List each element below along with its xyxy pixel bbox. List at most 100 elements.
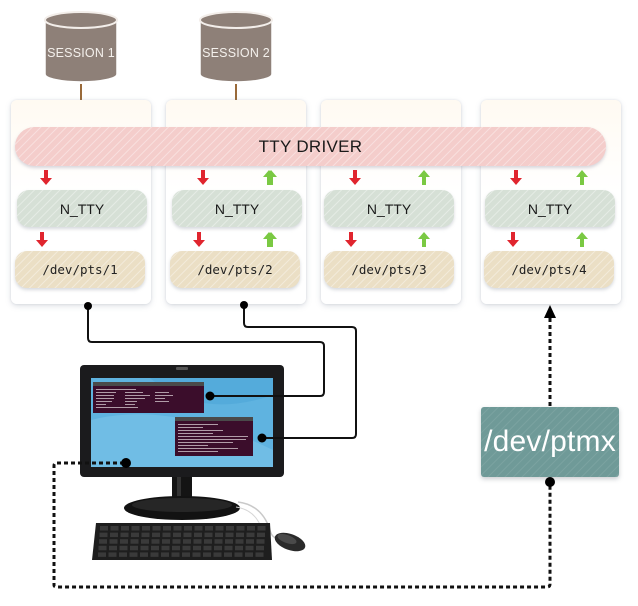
session-2-cylinder: SESSION 2 xyxy=(198,10,274,84)
keyboard-key xyxy=(121,526,129,531)
arrow-down-icon xyxy=(344,232,358,248)
wire-pts2-terminal2 xyxy=(243,305,357,439)
keyboard-key xyxy=(256,545,264,551)
keyboard-key xyxy=(171,552,180,557)
keyboard-key xyxy=(98,552,106,557)
keyboard-key xyxy=(150,552,159,557)
ptmx-master-box: /dev/ptmx xyxy=(481,407,619,477)
keyboard-key xyxy=(141,539,149,544)
keyboard-key xyxy=(215,532,223,538)
keyboard xyxy=(92,523,272,560)
keyboard-key xyxy=(110,526,119,531)
keyboard-key xyxy=(152,532,160,538)
keyboard-key xyxy=(129,552,138,557)
connector-dot xyxy=(240,301,248,309)
keyboard-key xyxy=(110,532,118,538)
keyboard-key xyxy=(225,539,233,544)
keyboard-key xyxy=(120,539,128,544)
tty-driver-bar: TTY DRIVER xyxy=(15,127,606,166)
ldisc-4: N_TTY xyxy=(485,190,615,227)
arrow-down-icon xyxy=(39,170,53,186)
keyboard-key xyxy=(140,552,148,557)
keyboard-key xyxy=(193,539,202,544)
keyboard-key xyxy=(215,526,224,531)
keyboard-key xyxy=(99,539,107,544)
arrow-up-icon xyxy=(417,170,431,186)
arrow-up-icon xyxy=(262,170,276,186)
keyboard-key xyxy=(205,526,213,531)
keyboard-key xyxy=(183,539,191,544)
keyboard-key xyxy=(204,539,212,544)
keyboard-key xyxy=(214,545,222,551)
keyboard-key xyxy=(152,526,161,531)
connector-dot xyxy=(257,433,267,443)
session-2-link xyxy=(235,84,237,102)
arrow-up-icon xyxy=(575,170,589,186)
keyboard-key xyxy=(194,526,203,531)
keyboard-key xyxy=(163,526,171,531)
keyboard-key xyxy=(224,552,232,557)
session-1-link xyxy=(80,84,82,102)
database-icon xyxy=(199,11,273,83)
arrowhead-up-icon xyxy=(544,305,556,318)
pts-device-1: /dev/pts/1 xyxy=(15,251,145,288)
arrow-down-icon xyxy=(348,170,362,186)
keyboard-key xyxy=(235,539,244,544)
keyboard-key xyxy=(245,552,253,557)
arrow-up-icon xyxy=(575,232,589,248)
keyboard-key xyxy=(182,545,191,551)
keyboard-key xyxy=(141,532,150,538)
terminal-window-2 xyxy=(175,417,253,456)
ldisc-3: N_TTY xyxy=(324,190,454,227)
arrow-down-icon xyxy=(196,170,210,186)
session-1-cylinder: SESSION 1 xyxy=(43,10,119,84)
ldisc-2: N_TTY xyxy=(172,190,302,227)
pts-device-2: /dev/pts/2 xyxy=(170,251,300,288)
keyboard-key xyxy=(234,552,243,557)
arrow-down-icon xyxy=(192,232,206,248)
keyboard-key xyxy=(226,526,234,531)
connector-dot xyxy=(84,302,92,310)
keyboard-key xyxy=(236,532,244,538)
arrow-down-icon xyxy=(509,170,523,186)
keyboard-key xyxy=(161,552,169,557)
keyboard-key xyxy=(130,545,138,551)
keyboard-key xyxy=(161,545,170,551)
keyboard-key xyxy=(99,532,108,538)
keyboard-key xyxy=(183,532,192,538)
keyboard-key xyxy=(213,552,222,557)
keyboard-key xyxy=(172,539,181,544)
keyboard-key xyxy=(131,532,139,538)
keyboard-key xyxy=(120,532,129,538)
keyboard-key xyxy=(100,526,108,531)
keyboard-key xyxy=(131,526,140,531)
keyboard-key xyxy=(172,545,180,551)
ldisc-1: N_TTY xyxy=(17,190,147,227)
keyboard-key xyxy=(109,539,118,544)
arrow-up-icon xyxy=(417,232,431,248)
keyboard-key xyxy=(246,532,255,538)
arrow-down-icon xyxy=(35,232,49,248)
keyboard-key xyxy=(224,545,233,551)
pts-device-4: /dev/pts/4 xyxy=(484,251,614,288)
keyboard-key xyxy=(255,552,264,557)
database-icon xyxy=(44,11,118,83)
keyboard-key xyxy=(235,545,243,551)
keyboard-key xyxy=(184,526,192,531)
keyboard-key xyxy=(119,552,127,557)
keyboard-key xyxy=(108,552,117,557)
keyboard-key xyxy=(257,526,266,531)
keyboard-key xyxy=(193,545,201,551)
keyboard-key xyxy=(142,526,150,531)
keyboard-key xyxy=(203,552,211,557)
keyboard-key xyxy=(151,545,159,551)
keyboard-key xyxy=(246,539,254,544)
session-2-label: SESSION 2 xyxy=(202,46,270,60)
keyboard-key xyxy=(225,532,234,538)
wire-pts1-terminal1 xyxy=(87,306,325,397)
keyboard-key xyxy=(98,545,107,551)
keyboard-key xyxy=(162,532,171,538)
terminal-window-1 xyxy=(93,382,204,413)
keyboard-key xyxy=(203,545,212,551)
